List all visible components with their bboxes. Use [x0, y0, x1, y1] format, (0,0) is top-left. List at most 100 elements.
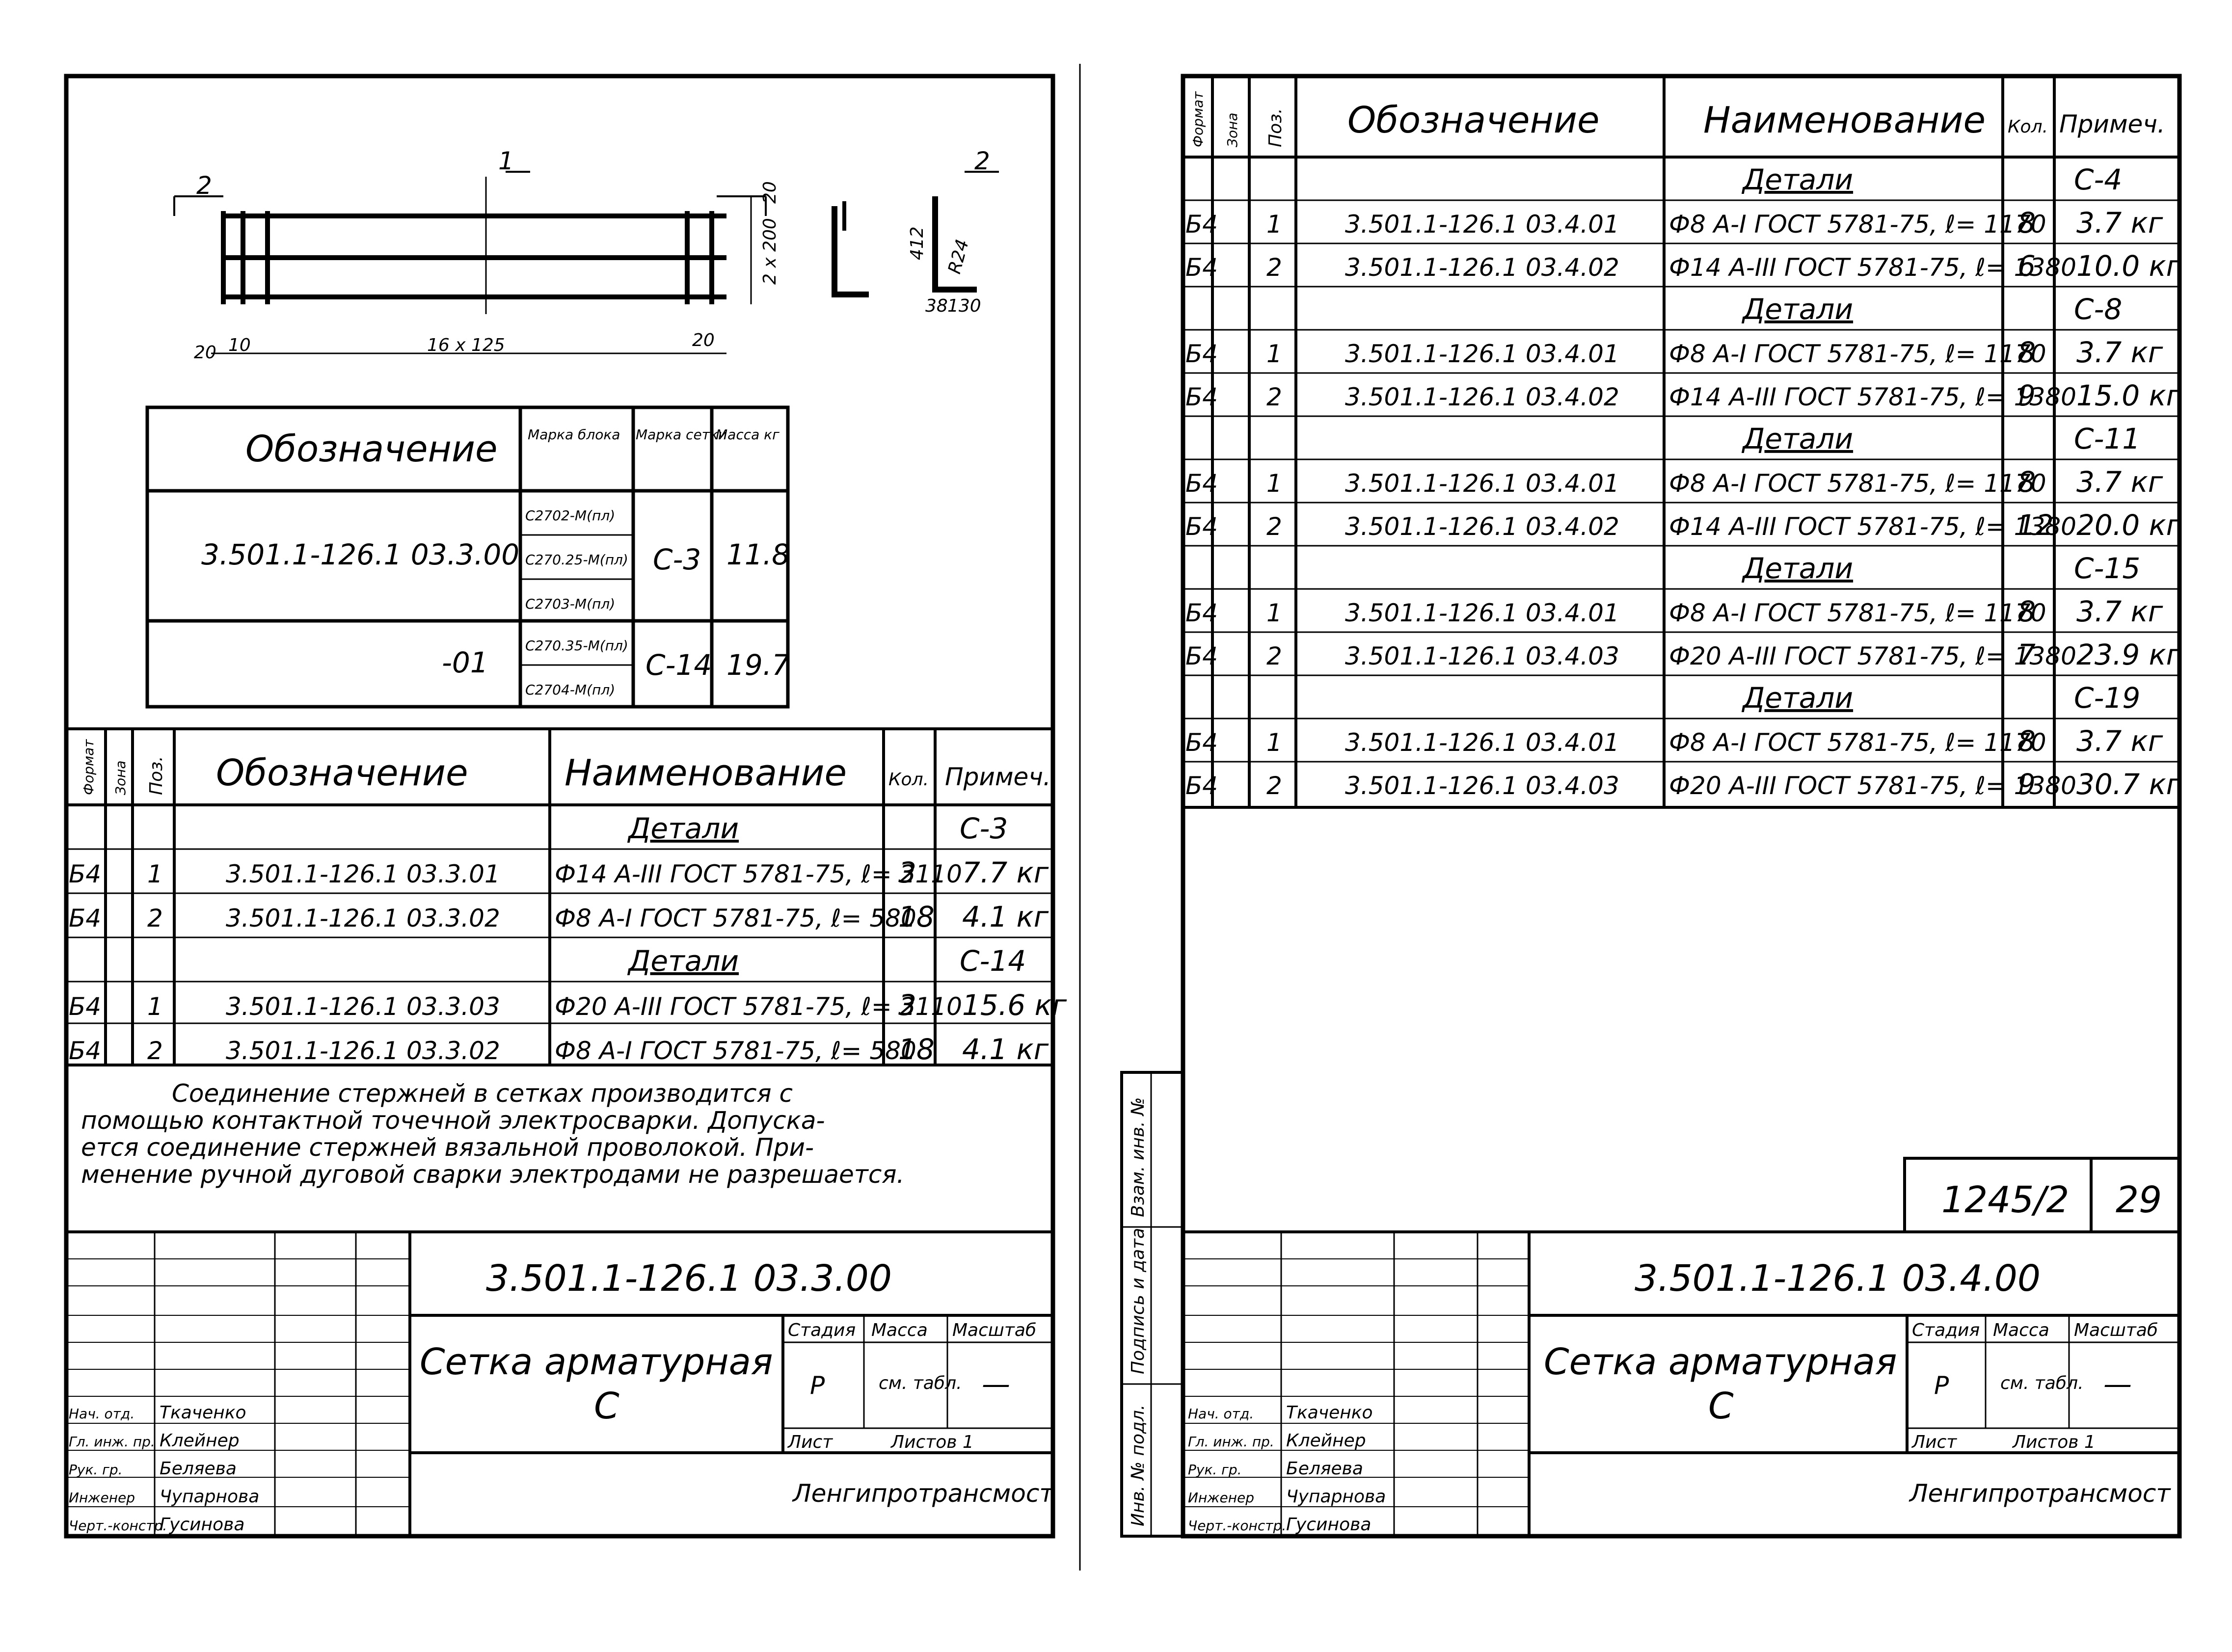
rspec-group-title: Детали [1741, 422, 1853, 455]
stamp-replace: Взам. инв. № [1128, 1097, 1148, 1217]
rspec-row-pos: 1 [1266, 599, 1282, 627]
stamp-inv: Инв. № подл. [1128, 1405, 1148, 1526]
note-line-1: Соединение стержней в сетках производитс… [172, 1079, 793, 1108]
ltb-code: 3.501.1-126.1 03.3.00 [486, 1257, 892, 1300]
ltb-sign-role: Черт.-констр. [69, 1518, 167, 1534]
rtb-mass: см. табл. [2000, 1373, 2084, 1393]
rspec-row-designation: 3.501.1-126.1 03.4.02 [1345, 383, 1619, 411]
vt-header-designation: Обозначение [245, 428, 497, 470]
bar-h: 412 [907, 226, 927, 260]
lspec-row-format: Б4 [69, 904, 101, 933]
ltb-stage-label: Стадия [788, 1320, 856, 1340]
rspec-h-zone: Зона [1224, 112, 1240, 147]
rtb-mass-label: Масса [1993, 1320, 2049, 1340]
rspec-group-title: Детали [1741, 293, 1853, 326]
vt-row2-block1: С270.35-М(пл) [525, 638, 628, 654]
ltb-sign-role: Нач. отд. [69, 1406, 134, 1422]
rtb-sign-role: Нач. отд. [1188, 1406, 1254, 1422]
ltb-subtitle: С [594, 1385, 619, 1427]
rspec-row-pos: 1 [1266, 728, 1282, 757]
lspec-row-name: Ф14 А-III ГОСТ 5781-75, ℓ= 2110 [555, 860, 962, 888]
ltb-mass-label: Масса [871, 1320, 928, 1340]
rspec-row-name: Ф8 А-I ГОСТ 5781-75, ℓ= 1170 [1669, 210, 2046, 239]
rspec-row-designation: 3.501.1-126.1 03.4.01 [1345, 599, 1619, 627]
mesh-drawing [173, 171, 999, 354]
lspec-row-designation: 3.501.1-126.1 03.3.03 [226, 992, 500, 1021]
section-mark-2-left: 2 [196, 171, 212, 200]
dim-end2: 20 [692, 330, 715, 350]
rspec-row-note: 10.0 кг [2076, 249, 2181, 283]
rtb-stage: Р [1934, 1371, 1949, 1400]
lspec-row-name: Ф8 А-I ГОСТ 5781-75, ℓ= 580 [555, 904, 916, 933]
rtb-code: 3.501.1-126.1 03.4.00 [1635, 1257, 2041, 1300]
lspec-group-title: Детали [627, 944, 739, 978]
rspec-row-format: Б4 [1185, 642, 1218, 670]
dim-span: 16 x 125 [427, 335, 505, 355]
rspec-h-format: Формат [1190, 91, 1206, 147]
rspec-row-designation: 3.501.1-126.1 03.4.02 [1345, 253, 1619, 282]
ltb-scale: — [982, 1367, 1010, 1401]
lspec-row-qty: 18 [898, 900, 935, 933]
rspec-group-note: С-4 [2074, 163, 2122, 196]
rspec-group-note: С-8 [2074, 293, 2122, 326]
rspec-row-qty: 8 [2017, 724, 2036, 758]
lspec-h-pos: Поз. [146, 756, 166, 795]
note-line-2: помощью контактной точечной электросварк… [81, 1106, 825, 1135]
rtb-sign-name: Беляева [1286, 1459, 1363, 1479]
rtb-sign-role: Инженер [1188, 1490, 1254, 1506]
ltb-sheet-label: Лист [787, 1432, 833, 1452]
rtb-sheet-label: Лист [1911, 1432, 1957, 1452]
ltb-sign-name: Клейнер [160, 1431, 240, 1451]
rtb-org: Ленгипротрансмост [1909, 1479, 2171, 1508]
lspec-row-format: Б4 [69, 1037, 101, 1065]
lspec-row-note: 15.6 кг [962, 988, 1067, 1022]
rspec-row-qty: 7 [2017, 638, 2036, 671]
rtb-sign-role: Рук. гр. [1188, 1462, 1242, 1478]
rspec-row-name: Ф8 А-I ГОСТ 5781-75, ℓ= 1170 [1669, 469, 2046, 498]
rspec-row-note: 23.9 кг [2076, 638, 2181, 671]
section-mark-2-right: 2 [974, 147, 990, 175]
note-line-4: менение ручной дуговой сварки электродам… [81, 1160, 904, 1189]
ltb-sign-role: Гл. инж. пр. [69, 1434, 155, 1450]
rtb-scale: — [2103, 1367, 2132, 1401]
lspec-row-pos: 2 [147, 904, 163, 933]
left-title-block [66, 1230, 1053, 1536]
rspec-group-note: С-15 [2074, 552, 2140, 585]
lspec-row-note: 7.7 кг [962, 856, 1049, 889]
rspec-row-designation: 3.501.1-126.1 03.4.02 [1345, 512, 1619, 541]
rtb-sign-name: Чупарнова [1286, 1487, 1386, 1507]
rspec-row-format: Б4 [1185, 210, 1218, 239]
rspec-row-name: Ф8 А-I ГОСТ 5781-75, ℓ= 1170 [1669, 599, 2046, 627]
rspec-row-name: Ф8 А-I ГОСТ 5781-75, ℓ= 1170 [1669, 728, 2046, 757]
lspec-row-qty: 3 [898, 988, 916, 1022]
dim-v-span: 2 x 200 [760, 218, 780, 285]
vt-row1-block3: С2703-М(пл) [525, 596, 615, 612]
archive-number: 1245/2 [1941, 1179, 2069, 1221]
variants-table [145, 405, 790, 709]
vt-row2-mesh: С-14 [645, 648, 712, 682]
lspec-group-title: Детали [627, 812, 739, 845]
rtb-sheets-label: Листов 1 [2012, 1432, 2096, 1452]
ltb-sign-name: Беляева [160, 1459, 237, 1479]
rspec-row-format: Б4 [1185, 772, 1218, 800]
rspec-row-format: Б4 [1185, 340, 1218, 368]
ltb-sheets-label: Листов 1 [890, 1432, 974, 1452]
lspec-group-note: С-3 [960, 812, 1008, 845]
ltb-title: Сетка арматурная [420, 1341, 773, 1383]
ltb-sign-name: Чупарнова [160, 1487, 259, 1507]
right-title-block [1183, 1230, 2179, 1536]
right-spec-table [1183, 76, 2179, 809]
ltb-org: Ленгипротрансмост [792, 1479, 1054, 1508]
ltb-stage: Р [810, 1371, 825, 1400]
rtb-sign-role: Черт.-констр. [1188, 1518, 1286, 1534]
ltb-sign-name: Ткаченко [160, 1403, 246, 1423]
rspec-row-format: Б4 [1185, 512, 1218, 541]
ltb-mass: см. табл. [879, 1373, 962, 1393]
lspec-group-note: С-14 [960, 944, 1026, 978]
rspec-row-qty: 6 [2017, 249, 2036, 283]
rspec-row-format: Б4 [1185, 383, 1218, 411]
rspec-row-format: Б4 [1185, 728, 1218, 757]
dim-first: 10 [228, 335, 251, 355]
dim-v-top: 20 [760, 181, 780, 204]
lspec-h-name: Наименование [565, 752, 847, 794]
